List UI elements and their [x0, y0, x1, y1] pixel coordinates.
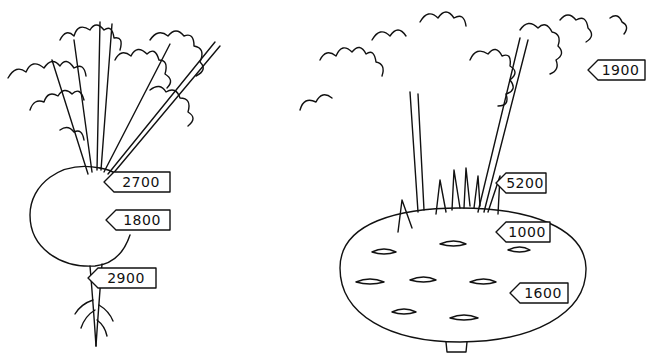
callout-number: 2900 [96, 268, 156, 288]
callout-number: 1600 [518, 283, 568, 303]
callout-number: 5200 [504, 173, 546, 193]
callout-tags [88, 60, 645, 303]
callout-number: 1800 [114, 210, 170, 230]
root-vegetable [8, 22, 220, 346]
kohlrabi [300, 12, 627, 352]
callout-number: 1900 [596, 60, 645, 80]
callout-number: 2700 [112, 172, 170, 192]
callout-number: 1000 [504, 222, 550, 242]
